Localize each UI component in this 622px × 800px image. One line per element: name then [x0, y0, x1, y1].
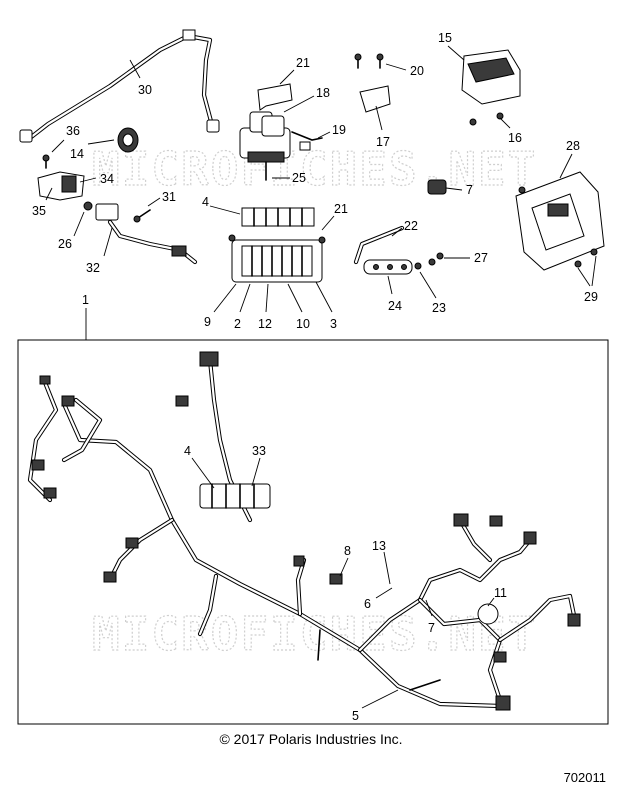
module-harness-part-32	[95, 203, 198, 265]
copyright-notice: © 2017 Polaris Industries Inc.	[219, 731, 403, 747]
fuse-label-part-4	[241, 207, 315, 227]
plate-part-19	[359, 85, 391, 113]
nut-part-24	[83, 201, 93, 211]
watermark-upper: MICROFICHES.NET	[92, 142, 537, 196]
callout-7-upper: 7	[466, 183, 473, 197]
callout-34: 34	[100, 172, 114, 186]
callout-23: 25	[292, 171, 306, 185]
screw-part-16	[469, 112, 504, 126]
sensor-part-18	[291, 131, 323, 151]
callout-15: 15	[438, 31, 452, 45]
callout-18: 19	[332, 123, 346, 137]
callout-35: 35	[32, 204, 46, 218]
bracket-part-34-35	[37, 171, 85, 201]
screws-part-29	[518, 186, 598, 268]
callout-19: 17	[376, 135, 390, 149]
callout-12: 12	[258, 317, 272, 331]
callout-9: 9	[204, 315, 211, 329]
main-harness-part-1	[27, 351, 581, 711]
callout-24: 26	[58, 237, 72, 251]
callout-4-lower: 4	[184, 444, 191, 458]
cable-branch-part-30	[19, 29, 220, 143]
callout-30: 30	[138, 83, 152, 97]
bolt-part-31	[133, 209, 151, 223]
bolts-part-21	[354, 53, 384, 69]
callout-7-lower: 7	[428, 621, 435, 635]
callout-4-upper: 4	[202, 195, 209, 209]
callout-33: 33	[252, 444, 266, 458]
callout-29: 29	[584, 290, 598, 304]
bracket-part-20	[257, 83, 293, 111]
grommet-part-14	[117, 127, 139, 153]
watermark-lower: MICROFICHES.NET	[92, 607, 537, 661]
callout-2: 2	[234, 317, 241, 331]
callout-14: 14	[70, 147, 84, 161]
callouts-upper: 30 14 36 34 35 26 32 31 21 18 19 25 20 1…	[32, 31, 598, 340]
callout-1: 1	[82, 293, 89, 307]
coil-assembly-part-17	[239, 111, 291, 181]
ground-strap-part-22-25	[353, 225, 444, 275]
callout-21-top: 20	[410, 64, 424, 78]
callouts-lower: 4 33 8 13 6 7 11 5	[184, 444, 507, 723]
callout-11: 11	[494, 586, 507, 600]
harness-fuse-box	[199, 483, 271, 509]
module-part-15	[461, 49, 521, 105]
callout-13: 13	[372, 539, 386, 553]
callout-17: 18	[316, 86, 330, 100]
harness-frame	[17, 339, 609, 725]
callout-21-mid: 21	[334, 202, 348, 216]
callout-25: 24	[388, 299, 402, 313]
callout-22: 22	[404, 219, 418, 233]
callout-32: 32	[86, 261, 100, 275]
fuse-box	[228, 234, 326, 283]
drawing-number: 702011	[563, 770, 606, 785]
callout-10: 10	[296, 317, 310, 331]
callout-5: 5	[352, 709, 359, 723]
callout-27: 27	[474, 251, 488, 265]
callout-26: 23	[432, 301, 446, 315]
screw-part-36	[42, 154, 50, 169]
callout-16: 16	[508, 131, 522, 145]
callout-20: 21	[296, 56, 310, 70]
callout-6: 6	[364, 597, 371, 611]
callout-3: 3	[330, 317, 337, 331]
callout-28: 28	[566, 139, 580, 153]
callout-8: 8	[344, 544, 351, 558]
callout-31: 31	[162, 190, 176, 204]
ecu-part-28	[515, 171, 605, 271]
sensor-part-7	[427, 179, 447, 195]
callout-36: 36	[66, 124, 80, 138]
